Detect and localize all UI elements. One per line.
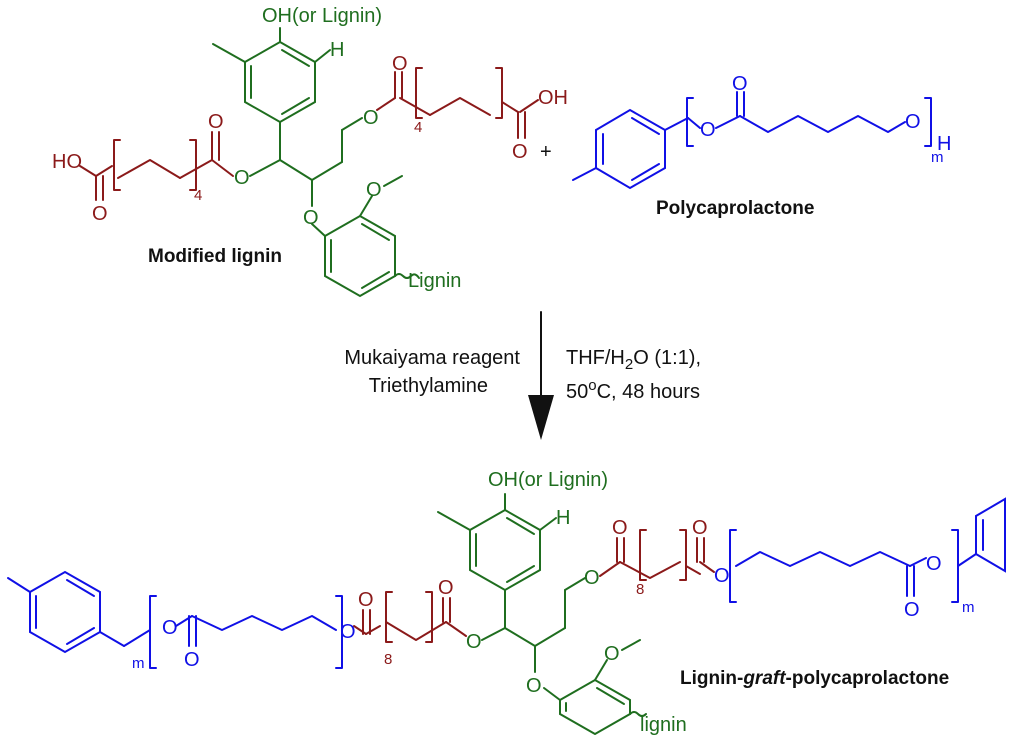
condition-solvent: THF/H2O (1:1), <box>566 347 701 373</box>
upper-aromatic-ring <box>244 40 316 124</box>
product-ester-o-right: O <box>584 567 600 589</box>
product-pcl-o-left: O <box>162 617 178 639</box>
pcl-benzene-ring <box>595 108 666 190</box>
product-oh-or-lignin: OH(or Lignin) <box>488 469 608 491</box>
product-pcl-o-right: O <box>926 553 942 575</box>
condition-temp-time: 50oC, 48 hours <box>566 377 700 403</box>
product-lignin-tail: lignin <box>640 714 687 735</box>
pcl-carbonyl-o: O <box>732 73 748 95</box>
product-link-o-left: O <box>340 621 356 643</box>
methyl-bond <box>212 43 246 63</box>
carbonyl-o-left-bottom: O <box>92 203 108 225</box>
oh-right: OH <box>538 87 568 109</box>
carbonyl-o-right-top: O <box>392 53 408 75</box>
product-label: Lignin-graft-polycaprolactone <box>680 668 949 689</box>
lignin-tail-top: Lignin <box>408 270 461 292</box>
product-ester-o-left: O <box>466 631 482 653</box>
product-ether-o: O <box>526 675 542 697</box>
reaction-arrow <box>528 311 554 440</box>
product-carbonyl-o-l1: O <box>438 577 454 599</box>
product-repeat-m-right: m <box>962 599 975 616</box>
product-pcl-carbonyl-o-right: O <box>904 599 920 621</box>
ester-o-right: O <box>363 107 379 129</box>
product-pcl-carbonyl-o-left: O <box>184 649 200 671</box>
methoxy-o: O <box>366 179 382 201</box>
product-carbonyl-o-r2: O <box>692 517 708 539</box>
lower-aromatic-ring <box>324 214 396 298</box>
plus-sign: + <box>540 141 552 163</box>
h-atom-label: H <box>330 39 344 61</box>
modified-lignin-structure: OH(or Lignin) H O O O O Lignin O 4 <box>52 5 568 298</box>
product-upper-ring <box>469 508 541 592</box>
pcl-end-h: H <box>937 133 951 155</box>
product-h-atom: H <box>556 507 570 529</box>
ester-o-left: O <box>234 167 250 189</box>
modified-lignin-label: Modified lignin <box>148 246 282 267</box>
product-structure: OH(or Lignin) H O O O O lignin O 8 <box>7 469 1006 735</box>
pcl-ester-o: O <box>700 119 716 141</box>
pcl-chain-o: O <box>905 111 921 133</box>
product-lower-ring <box>559 678 631 735</box>
ether-o: O <box>303 207 319 229</box>
product-left-benzene <box>29 570 101 654</box>
oh-or-lignin-label: OH(or Lignin) <box>262 5 382 27</box>
product-link-o-right: O <box>714 565 730 587</box>
polycaprolactone-structure: O O O H m <box>572 73 951 190</box>
product-carbonyl-o-r1: O <box>612 517 628 539</box>
repeat-n-right-top: 4 <box>414 119 422 136</box>
pcl-repeat-m: m <box>931 149 944 166</box>
product-repeat-n-right: 8 <box>636 581 644 598</box>
product-right-benzene <box>975 497 1006 573</box>
product-carbonyl-o-l2: O <box>358 589 374 611</box>
product-repeat-m-left: m <box>132 655 145 672</box>
product-repeat-n-left: 8 <box>384 651 392 668</box>
carbonyl-o-left-top: O <box>208 111 224 133</box>
carbonyl-o-right-bottom: O <box>512 141 528 163</box>
ho-left: HO <box>52 151 82 173</box>
repeat-n-left-top: 4 <box>194 187 202 204</box>
condition-base: Triethylamine <box>369 375 488 397</box>
condition-reagent: Mukaiyama reagent <box>344 347 520 369</box>
polycaprolactone-label: Polycaprolactone <box>656 198 814 219</box>
product-methoxy-o: O <box>604 643 620 665</box>
